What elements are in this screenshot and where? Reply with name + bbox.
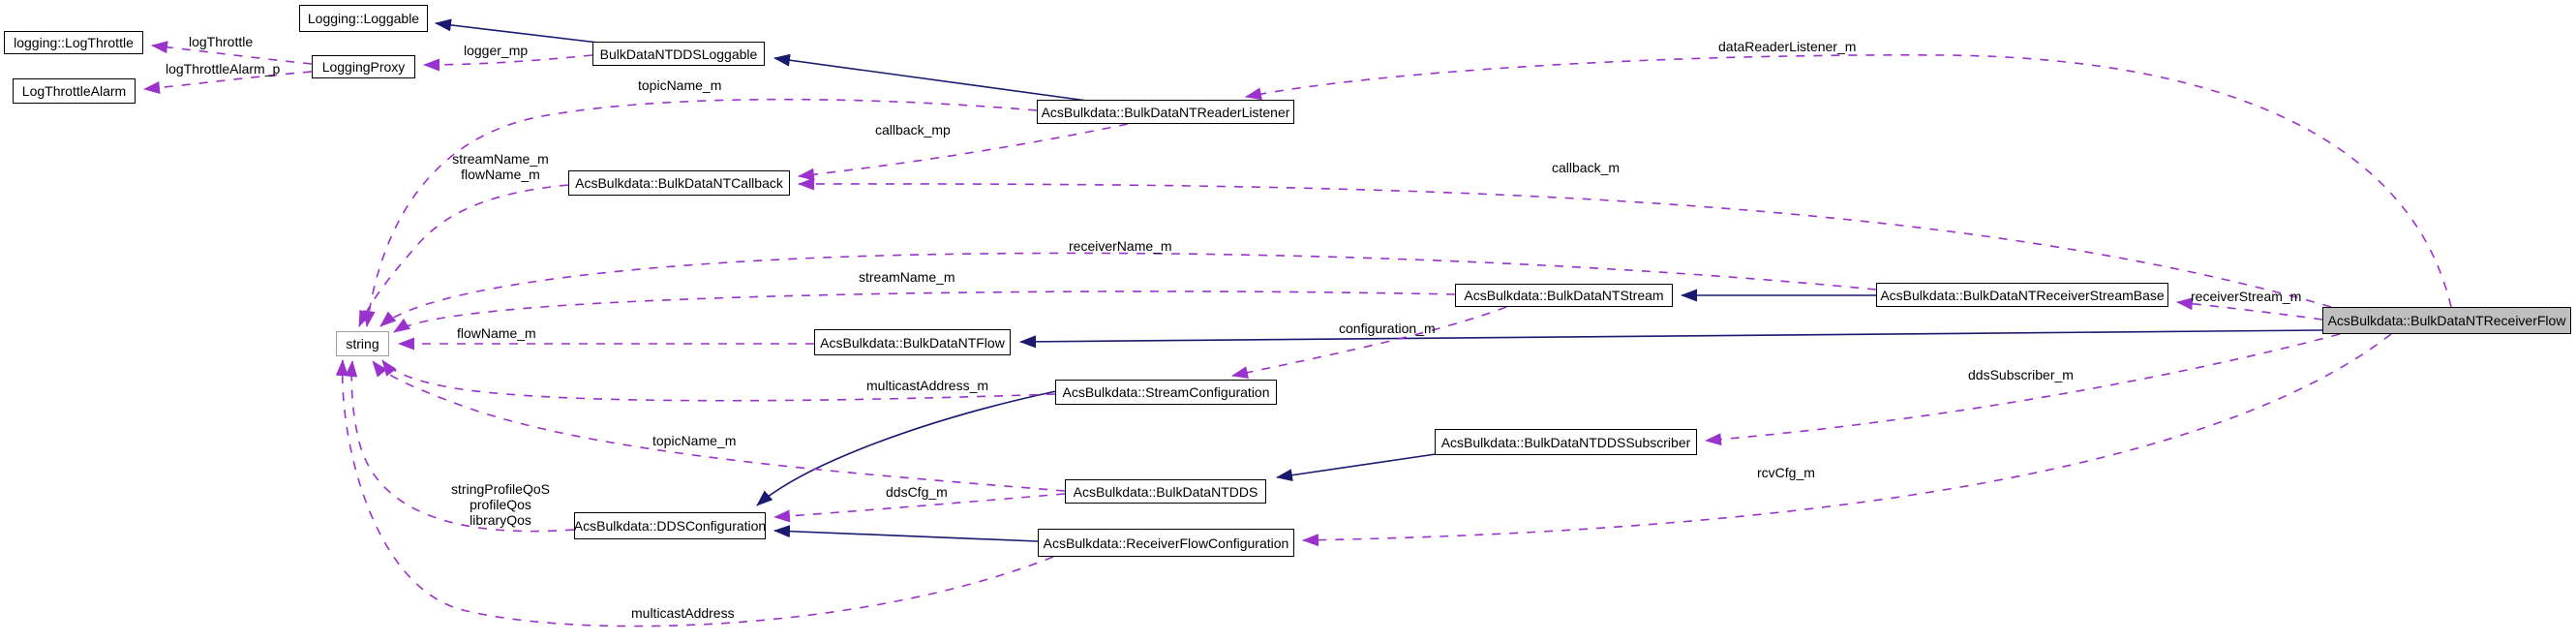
edge-topicname-top bbox=[362, 98, 1038, 327]
node-bulkdata-ntdds-loggable[interactable]: BulkDataNTDDSLoggable bbox=[592, 42, 765, 66]
node-stream-configuration[interactable]: AcsBulkdata::StreamConfiguration bbox=[1055, 380, 1277, 405]
edge-logthrottlealarm bbox=[143, 71, 313, 94]
node-flow[interactable]: AcsBulkdata::BulkDataNTFlow bbox=[814, 329, 1011, 355]
edge-streamname bbox=[393, 290, 1456, 333]
node-stream[interactable]: AcsBulkdata::BulkDataNTStream bbox=[1455, 284, 1673, 307]
node-loggable[interactable]: Logging::Loggable bbox=[299, 5, 428, 32]
node-callback[interactable]: AcsBulkdata::BulkDataNTCallback bbox=[568, 170, 790, 196]
edge-topicname-bottom bbox=[372, 360, 1066, 492]
edge-multicastaddress bbox=[335, 359, 1054, 627]
edge-rfconfig-to-ddsconfig bbox=[773, 525, 1039, 542]
node-logging-proxy[interactable]: LoggingProxy bbox=[312, 55, 415, 78]
edge-streamconfig-to-ddsconfig bbox=[756, 390, 1057, 506]
edge-receiverstream bbox=[2176, 297, 2323, 321]
node-string[interactable]: string bbox=[336, 331, 389, 356]
node-bulkdata-ntdds[interactable]: AcsBulkdata::BulkDataNTDDS bbox=[1065, 479, 1266, 504]
edge-rcvcfg bbox=[1302, 333, 2392, 547]
edge-multicastaddress-m bbox=[381, 359, 1056, 402]
edge-configuration bbox=[1231, 306, 1507, 380]
node-log-throttle-alarm[interactable]: LogThrottleAlarm bbox=[13, 78, 136, 104]
edge-callback-m bbox=[798, 177, 2332, 308]
node-receiver-flow: AcsBulkdata::BulkDataNTReceiverFlow bbox=[2322, 307, 2571, 334]
edge-logger-mp bbox=[423, 54, 593, 72]
edge-ddssubscriber bbox=[1705, 333, 2341, 446]
edge-subscriber-to-ntdds bbox=[1276, 453, 1437, 482]
edge-qos bbox=[345, 360, 575, 533]
edge-readerlistener-to-ddsloggable bbox=[773, 53, 1088, 102]
edge-ddsloggable-to-loggable bbox=[435, 18, 599, 44]
edge-streamname-flowname bbox=[358, 184, 569, 327]
edge-receivername bbox=[379, 252, 1877, 327]
node-reader-listener[interactable]: AcsBulkdata::BulkDataNTReaderListener bbox=[1037, 100, 1294, 124]
node-receiver-stream-base[interactable]: AcsBulkdata::BulkDataNTReceiverStreamBas… bbox=[1876, 283, 2168, 307]
edge-logthrottle bbox=[151, 41, 313, 65]
node-dds-configuration[interactable]: AcsBulkdata::DDSConfiguration bbox=[574, 512, 766, 539]
edge-datareaderlistener bbox=[1245, 54, 2452, 308]
node-dds-subscriber[interactable]: AcsBulkdata::BulkDataNTDDSSubscriber bbox=[1435, 429, 1697, 455]
edge-ddscfg bbox=[773, 493, 1066, 523]
edge-callback-mp bbox=[798, 123, 1129, 181]
node-log-throttle[interactable]: logging::LogThrottle bbox=[4, 31, 143, 54]
edge-receiverflow-to-flow bbox=[1019, 329, 2323, 349]
node-receiver-flow-configuration[interactable]: AcsBulkdata::ReceiverFlowConfiguration bbox=[1038, 529, 1294, 557]
